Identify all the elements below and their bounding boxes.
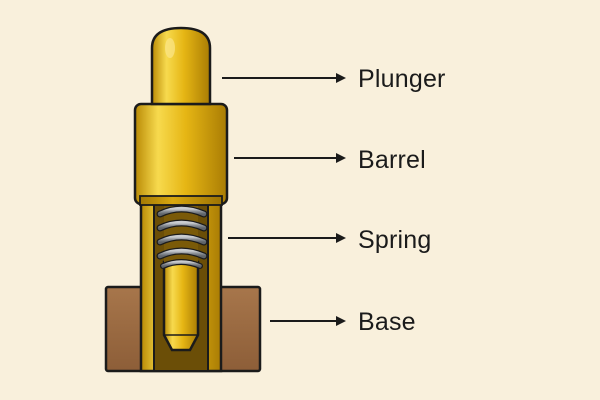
barrel-body <box>133 102 229 206</box>
plunger-shaft <box>162 260 200 352</box>
arrow-base <box>270 316 346 326</box>
label-spring: Spring <box>358 226 432 254</box>
arrow-spring <box>228 233 346 243</box>
label-base: Base <box>358 308 416 336</box>
label-plunger: Plunger <box>358 65 446 93</box>
arrow-barrel <box>234 153 346 163</box>
spring-coils <box>156 205 208 269</box>
arrow-plunger <box>222 73 346 83</box>
label-barrel: Barrel <box>358 146 426 174</box>
plunger-top <box>150 26 212 106</box>
